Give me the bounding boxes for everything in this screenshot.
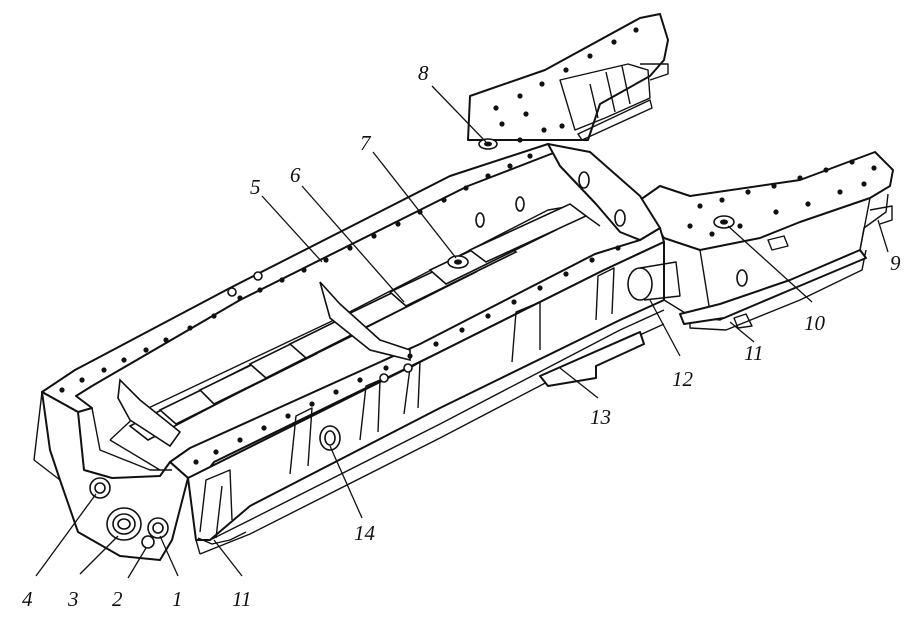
callout-1: 1	[172, 587, 183, 611]
rear-upper-plate	[467, 13, 669, 141]
leader-lines	[35, 85, 889, 579]
feature-ports	[89, 138, 735, 549]
callout-labels: 8 7 6 5 9 10 11 12 13 14 11 1 2 3 4	[22, 61, 901, 611]
callout-6: 6	[290, 163, 301, 187]
callout-3: 3	[67, 587, 79, 611]
callout-7: 7	[360, 131, 372, 155]
callout-14: 14	[354, 521, 376, 545]
rear-right-arm	[639, 151, 894, 331]
callout-11-right: 11	[744, 341, 763, 365]
callout-2: 2	[112, 587, 123, 611]
callout-12: 12	[672, 367, 694, 391]
callout-8: 8	[418, 61, 429, 85]
callout-10: 10	[804, 311, 826, 335]
callout-4: 4	[22, 587, 33, 611]
callout-11-left: 11	[232, 587, 251, 611]
callout-5: 5	[250, 175, 261, 199]
callout-9: 9	[890, 251, 901, 275]
callout-13: 13	[590, 405, 611, 429]
bolt-holes	[59, 27, 877, 465]
